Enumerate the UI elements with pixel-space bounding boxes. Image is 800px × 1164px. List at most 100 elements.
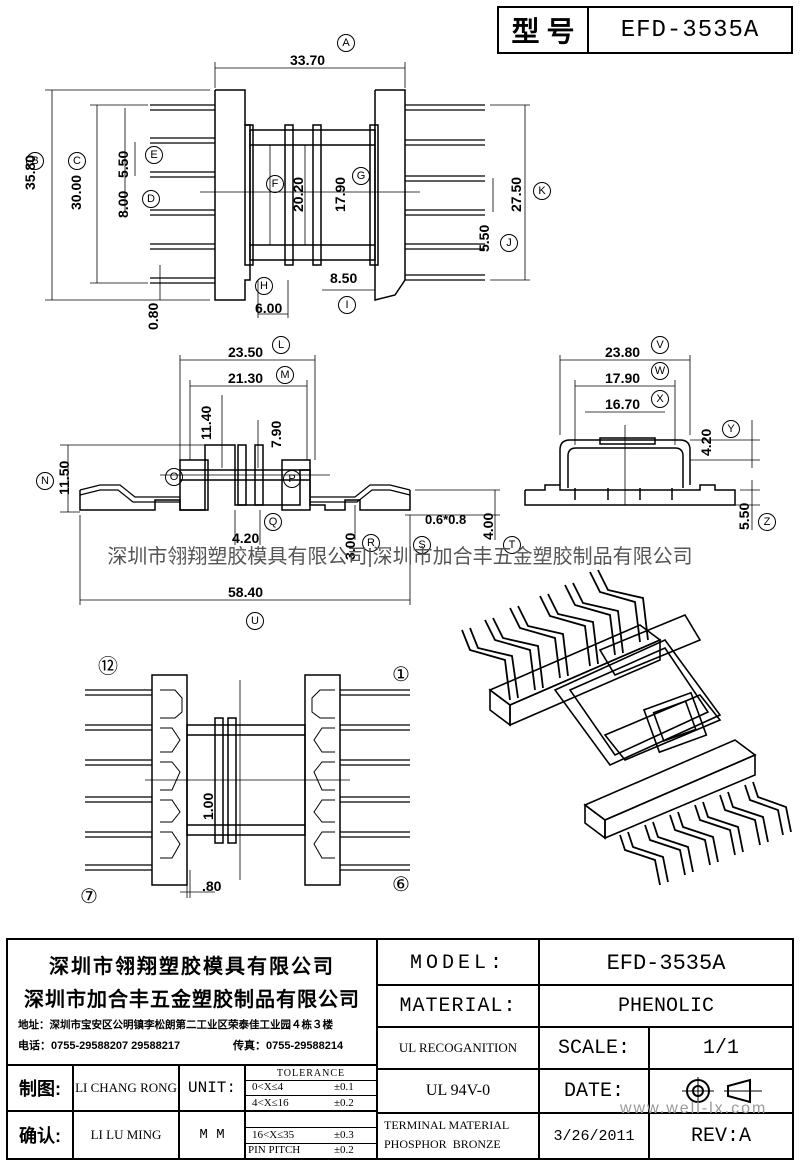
- isometric-view: [461, 569, 792, 886]
- tolerance-range-2: 4<X≤16: [252, 1097, 289, 1109]
- dim-6-00: 6.00: [255, 300, 283, 316]
- dim-8-50: 8.50: [330, 270, 358, 286]
- date-value: 3/26/2011: [553, 1127, 635, 1145]
- watermark-text: 深圳市翎翔塑胶模具有限公司|深圳市加合丰五金塑胶制品有限公司: [107, 546, 693, 568]
- model-label: MODEL:: [409, 951, 506, 975]
- dim-7-90: 7.90: [268, 420, 284, 448]
- dim-8-00: 8.00: [115, 190, 131, 218]
- callout-U: U: [246, 612, 264, 630]
- company-fax: 传真：0755-29588214: [233, 1040, 344, 1052]
- dim-0-80: 0.80: [145, 302, 161, 330]
- callout-C: C: [68, 152, 86, 170]
- callout-S: S: [413, 536, 431, 554]
- model-value: EFD-3535A: [606, 950, 726, 976]
- watermark-url: www.well-lx.com: [620, 1100, 768, 1117]
- drawn-by-value: LI CHANG RONG: [75, 1080, 177, 1095]
- dim-4-20-end: 4.20: [698, 428, 714, 456]
- callout-W: W: [651, 362, 669, 380]
- tolerance-range-3: 16<X≤35: [252, 1129, 295, 1141]
- company-name-2: 深圳市加合丰五金塑胶制品有限公司: [24, 988, 360, 1011]
- tolerance-value-2: ±0.2: [334, 1097, 354, 1109]
- dim-4-20-side: 4.20: [232, 530, 260, 546]
- dim-23-50: 23.50: [228, 344, 264, 360]
- callout-H: H: [255, 277, 273, 295]
- model-header: 型 号 EFD-3535A: [497, 6, 793, 54]
- material-value: PHENOLIC: [617, 994, 714, 1018]
- callout-I: I: [338, 296, 356, 314]
- bottom-view: [85, 674, 410, 898]
- callout-J: J: [500, 234, 518, 252]
- pin-label-6: ⑥: [392, 874, 410, 896]
- callout-N: N: [36, 472, 54, 490]
- dim-17-90-end: 17.90: [605, 370, 641, 386]
- tolerance-range-1: 0<X≤4: [252, 1081, 284, 1093]
- pin-label-1: ①: [392, 664, 410, 686]
- callout-L: L: [272, 336, 290, 354]
- title-block: 深圳市翎翔塑胶模具有限公司 深圳市加合丰五金塑胶制品有限公司 地址：深圳市宝安区…: [6, 938, 794, 1160]
- dim-20-20: 20.20: [290, 176, 306, 212]
- scale-label: SCALE:: [557, 1036, 630, 1060]
- callout-R: R: [362, 534, 380, 552]
- date-label: DATE:: [563, 1079, 624, 1103]
- dim-30-00: 30.00: [68, 174, 84, 210]
- end-view: [524, 355, 760, 530]
- dim-0-6x0-8: 0.6*0.8: [425, 512, 467, 527]
- revision-label: REV:A: [690, 1124, 751, 1148]
- tolerance-value-4: ±0.2: [334, 1144, 354, 1156]
- model-header-value: EFD-3535A: [620, 16, 760, 44]
- callout-X: X: [651, 390, 669, 408]
- callout-Q: Q: [264, 513, 282, 531]
- checked-by-value: LI LU MING: [90, 1127, 162, 1142]
- callout-M: M: [276, 366, 294, 384]
- dim-16-70: 16.70: [605, 396, 641, 412]
- dim-58-40: 58.40: [228, 584, 264, 600]
- callout-B: B: [26, 152, 44, 170]
- pin-label-12: ⑫: [98, 656, 118, 678]
- dim-11-40: 11.40: [198, 405, 214, 440]
- unit-value: M M: [199, 1127, 225, 1143]
- projection-symbol: [668, 1076, 778, 1106]
- technical-drawing: [45, 62, 792, 898]
- callout-Z: Z: [758, 513, 776, 531]
- top-view: [45, 62, 530, 318]
- tolerance-value-3: ±0.3: [334, 1129, 354, 1141]
- tolerance-range-4: PIN PITCH: [248, 1144, 301, 1156]
- company-address: 地址：深圳市宝安区公明镇李松朗第二工业区荣泰佳工业园４栋３楼: [18, 1019, 333, 1031]
- callout-Y: Y: [722, 420, 740, 438]
- ul-recognition-label: UL RECOGANITION: [398, 1040, 518, 1055]
- callout-D: D: [142, 190, 160, 208]
- model-header-label: 型 号: [499, 8, 589, 52]
- dim-0-80-bottom: .80: [202, 878, 222, 894]
- dim-4-00: 4.00: [480, 512, 496, 540]
- tolerance-value-1: ±0.1: [334, 1081, 354, 1093]
- callout-P: P: [283, 470, 301, 488]
- checked-by-label: 确认:: [19, 1126, 61, 1146]
- callout-V: V: [651, 336, 669, 354]
- dim-5-50-left: 5.50: [115, 150, 131, 178]
- pin-label-7: ⑦: [80, 886, 98, 908]
- callout-E: E: [145, 146, 163, 164]
- dim-17-90: 17.90: [332, 176, 348, 212]
- dim-11-50: 11.50: [56, 460, 72, 495]
- side-view: [60, 355, 500, 605]
- callout-F: F: [266, 175, 284, 193]
- first-angle-projection-icon: [682, 1077, 762, 1105]
- dim-5-50-right: 5.50: [476, 224, 492, 252]
- callout-O: O: [165, 468, 183, 486]
- callout-G: G: [352, 167, 370, 185]
- callout-T: T: [503, 536, 521, 554]
- company-phone: 电话：0755-29588207 29588217: [18, 1040, 181, 1052]
- dim-27-50: 27.50: [508, 176, 524, 212]
- material-label: MATERIAL:: [399, 994, 517, 1018]
- dim-23-80: 23.80: [605, 344, 641, 360]
- scale-value: 1/1: [702, 1036, 739, 1060]
- dim-33-70: 33.70: [290, 52, 326, 68]
- dim-5-50-end: 5.50: [736, 502, 752, 530]
- callout-A: A: [337, 34, 355, 52]
- dim-1-00: 1.00: [200, 792, 216, 820]
- company-name-1: 深圳市翎翔塑胶模具有限公司: [49, 955, 335, 978]
- tolerance-header: TOLERANCE: [276, 1067, 346, 1079]
- ul-rating-value: UL 94V-0: [425, 1082, 491, 1099]
- callout-K: K: [533, 182, 551, 200]
